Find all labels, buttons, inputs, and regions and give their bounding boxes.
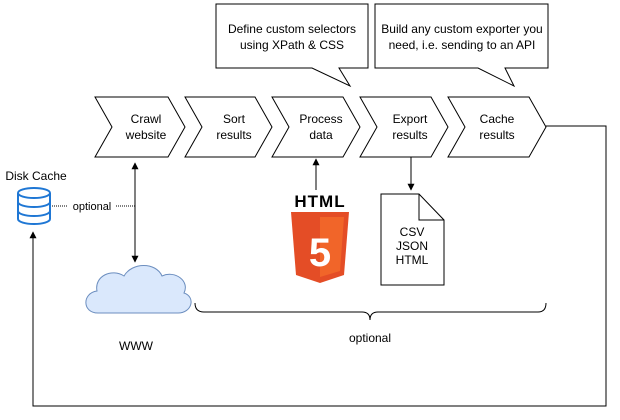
callout-exporter-line1: Build any custom exporter you [381, 22, 542, 36]
html5-number: 5 [309, 231, 331, 275]
step-export-results: Export results [359, 96, 449, 158]
html5-logo-text: HTML [294, 192, 345, 211]
doc-format-line: HTML [396, 253, 429, 267]
callout-selectors: Define custom selectors using XPath & CS… [215, 3, 369, 88]
doc-format-line: JSON [396, 239, 428, 253]
step-crawl-website: Crawl website [94, 96, 186, 158]
optional-brace [194, 302, 547, 321]
step-label-line2: data [309, 128, 333, 142]
step-sort-results: Sort results [184, 96, 273, 158]
step-label-line1: Export [393, 112, 428, 126]
cloud-icon [85, 265, 192, 314]
www-cloud: WWW [85, 265, 192, 353]
step-label-line1: Process [299, 112, 342, 126]
disk-cache-link-label: optional [73, 201, 112, 213]
step-label-line2: results [216, 128, 251, 142]
step-label-line1: Sort [223, 112, 246, 126]
callout-selectors-line1: Define custom selectors [228, 22, 356, 36]
disk-cache: Disk Cache [5, 169, 67, 225]
html5-shield-highlight [320, 217, 344, 277]
callout-selectors-line2: using XPath & CSS [240, 38, 344, 52]
www-label: WWW [119, 339, 154, 353]
pipeline: Crawl website Sort results Process data … [94, 96, 547, 158]
optional-brace-label: optional [349, 331, 391, 345]
export-document: CSV JSON HTML [380, 193, 445, 286]
cache-loop-connector [29, 125, 607, 407]
html5-logo: HTML 5 [291, 192, 349, 283]
step-label-line1: Cache [480, 112, 515, 126]
callout-exporter-line2: need, i.e. sending to an API [389, 38, 536, 52]
disk-cache-link-label-bg [68, 199, 116, 213]
step-label-line2: website [125, 128, 167, 142]
step-label-line2: results [479, 128, 514, 142]
database-icon [17, 187, 51, 225]
disk-cache-label: Disk Cache [5, 169, 67, 183]
step-label-line1: Crawl [131, 112, 162, 126]
step-label-line2: results [392, 128, 427, 142]
step-process-data: Process data [271, 96, 361, 158]
doc-format-line: CSV [400, 225, 425, 239]
step-cache-results: Cache results [447, 96, 547, 158]
callout-exporter: Build any custom exporter you need, i.e.… [374, 3, 549, 88]
